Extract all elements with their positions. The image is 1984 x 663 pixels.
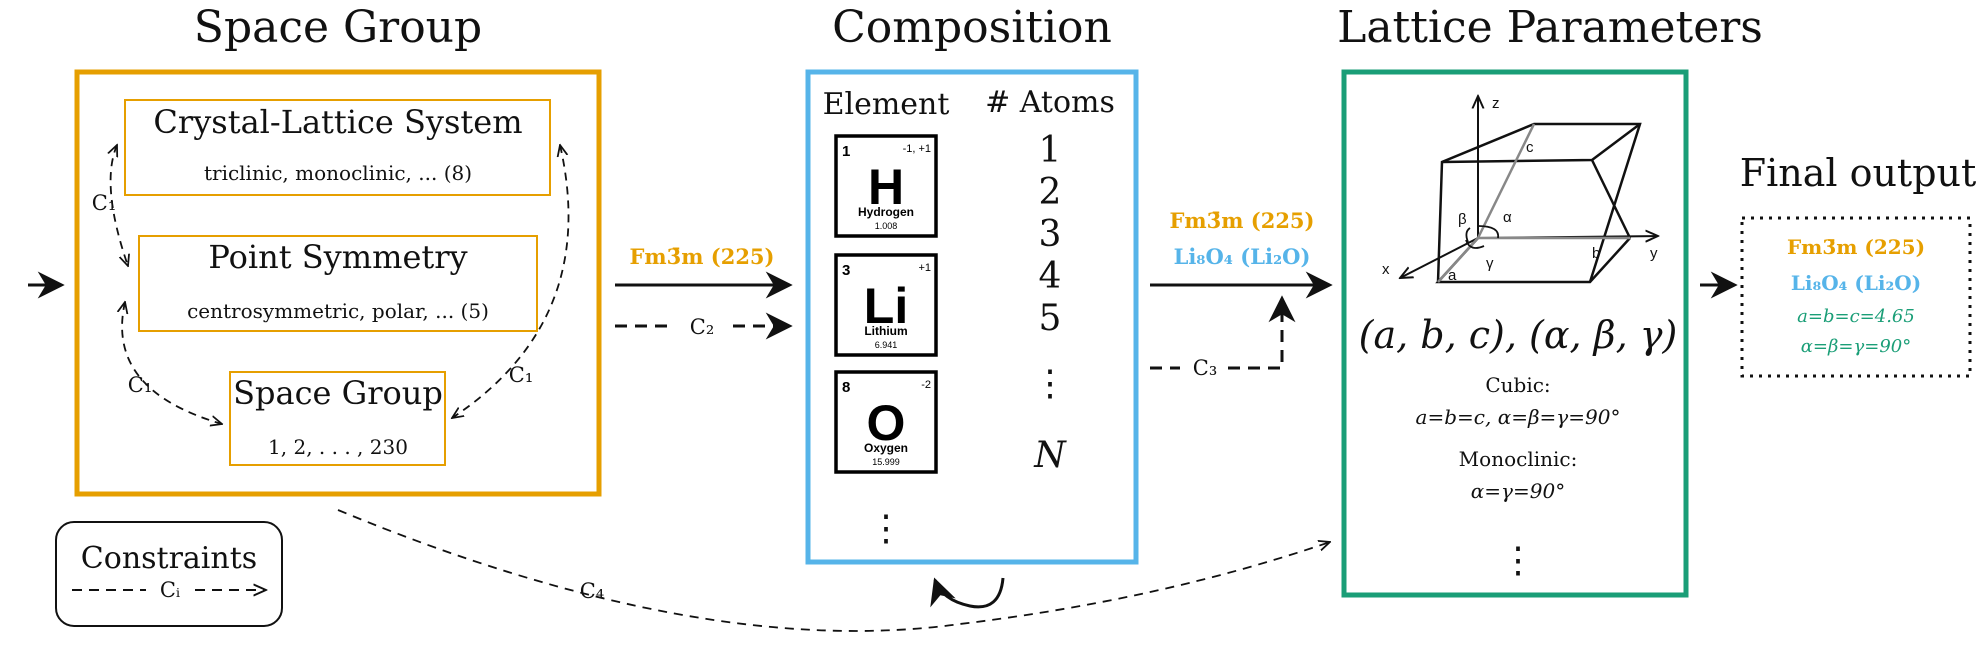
element-mass: 15.999 [872,457,900,467]
element-number: 1 [842,143,850,160]
unit-cell-drawing [1400,96,1658,284]
atom-count-5: 5 [1039,298,1062,339]
angle-gamma-label: γ [1486,255,1494,272]
arrow-composition-formula: Li₈O₄ (Li₂O) [1174,244,1311,269]
heading-lattice-parameters: Lattice Parameters [1337,2,1763,53]
final-formula: Li₈O₄ (Li₂O) [1791,271,1921,295]
atom-count-n: N [1033,435,1067,476]
element-charge: -1, +1 [903,143,931,155]
edge-a-label: a [1448,267,1457,284]
element-name: Oxygen [864,441,908,455]
axis-x-label: x [1382,261,1390,278]
element-tile-oxygen: 8 -2 O Oxygen 15.999 [834,370,938,474]
element-vdots: ⋮ [868,508,904,549]
c3-label: C₃ [1193,356,1218,380]
final-lengths: a=b=c=4.65 [1797,306,1915,327]
legend-title: Constraints [81,541,257,576]
space-group-title: Space Group [233,374,443,412]
atom-count-2: 2 [1039,172,1062,213]
point-symmetry-sub: centrosymmetric, polar, ... (5) [187,299,489,323]
arrow-space-group-label: Fm3̄m (225) [630,244,775,269]
c3-dash-arrow [1228,295,1296,370]
final-angles: α=β=γ=90° [1801,336,1911,357]
axis-y-label: y [1650,245,1658,262]
lattice-vdots: ⋮ [1500,540,1536,581]
element-number: 8 [842,379,850,396]
atom-count-1: 1 [1039,130,1062,171]
c4-label: C₄ [580,579,605,603]
cubic-label: Cubic: [1485,373,1550,397]
c1-curve-top [111,145,128,266]
lattice-parameters-formula: (a, b, c), (α, β, γ) [1359,313,1678,357]
c1-curve-right [452,145,570,418]
element-mass: 1.008 [875,221,898,231]
composition-self-loop [930,577,1005,609]
c1-curve-bottom [122,302,222,424]
heading-space-group: Space Group [194,2,482,53]
atom-count-vdots: ⋮ [1032,363,1068,404]
monoclinic-label: Monoclinic: [1459,447,1578,471]
legend-ci: Cᵢ [160,578,180,602]
space-group-sub: 1, 2, . . . , 230 [268,435,408,459]
c1-label-right: C₁ [509,363,534,387]
element-tile-lithium: 3 +1 Li Lithium 6.941 [834,253,938,357]
edge-c-label: c [1526,139,1534,156]
point-symmetry-title: Point Symmetry [208,238,467,276]
element-symbol: H [868,159,904,215]
column-atoms: # Atoms [985,85,1115,120]
column-element: Element [823,87,950,122]
angle-beta-label: β [1458,211,1467,228]
heading-final-output: Final output [1740,151,1977,195]
heading-composition: Composition [832,2,1112,53]
element-number: 3 [842,262,850,279]
atom-count-4: 4 [1039,256,1062,297]
edge-b-label: b [1592,245,1600,262]
space-group-panel [74,69,602,497]
element-name: Hydrogen [858,205,914,219]
final-space-group: Fm3̄m (225) [1787,235,1925,259]
axis-z-label: z [1492,95,1500,112]
cubic-rule: a=b=c, α=β=γ=90° [1416,405,1621,429]
composition-panel [805,69,1139,565]
constraints-legend [55,521,283,627]
atom-count-3: 3 [1039,214,1062,255]
element-tile-hydrogen: 1 -1, +1 H Hydrogen 1.008 [834,134,938,238]
element-mass: 6.941 [875,340,898,350]
monoclinic-rule: α=γ=90° [1471,479,1565,503]
c4-curve [337,509,1330,632]
element-symbol: O [867,395,906,451]
element-name: Lithium [864,324,907,338]
crystal-lattice-system-sub: triclinic, monoclinic, ... (8) [204,161,472,185]
angle-alpha-label: α [1503,209,1512,226]
element-charge: -2 [921,379,931,391]
c2-label: C₂ [690,315,715,339]
arrow-composition-sg-label: Fm3̄m (225) [1170,208,1315,233]
element-charge: +1 [918,262,931,274]
crystal-lattice-system-title: Crystal-Lattice System [153,103,522,141]
c1-label-bottom: C₁ [128,373,153,397]
final-output-box [1740,216,1972,378]
lattice-panel [1341,69,1689,598]
space-group-box [229,371,446,466]
c1-label-top: C₁ [92,191,117,215]
element-symbol: Li [864,278,908,334]
